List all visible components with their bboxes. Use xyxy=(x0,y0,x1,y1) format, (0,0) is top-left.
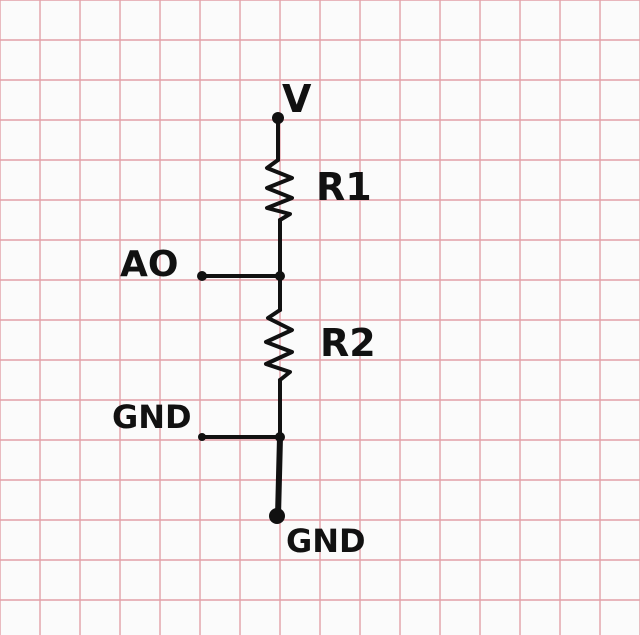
terminal-gnd-left xyxy=(198,433,206,441)
label-r2: R2 xyxy=(320,321,376,365)
resistor-r1 xyxy=(265,158,294,222)
terminal-gnd-bottom xyxy=(269,508,285,524)
label-gnd-bottom: GND xyxy=(286,522,366,560)
junction-ao xyxy=(275,271,285,281)
label-r1: R1 xyxy=(316,165,372,209)
resistor-r2 xyxy=(264,308,294,382)
terminal-v xyxy=(272,112,284,124)
label-gnd-left: GND xyxy=(112,398,192,436)
junction-gnd xyxy=(275,432,285,442)
label-ao: AO xyxy=(120,244,178,285)
label-v: V xyxy=(282,77,312,121)
terminal-ao xyxy=(197,271,207,281)
wire-to-bottom-gnd xyxy=(275,434,283,519)
